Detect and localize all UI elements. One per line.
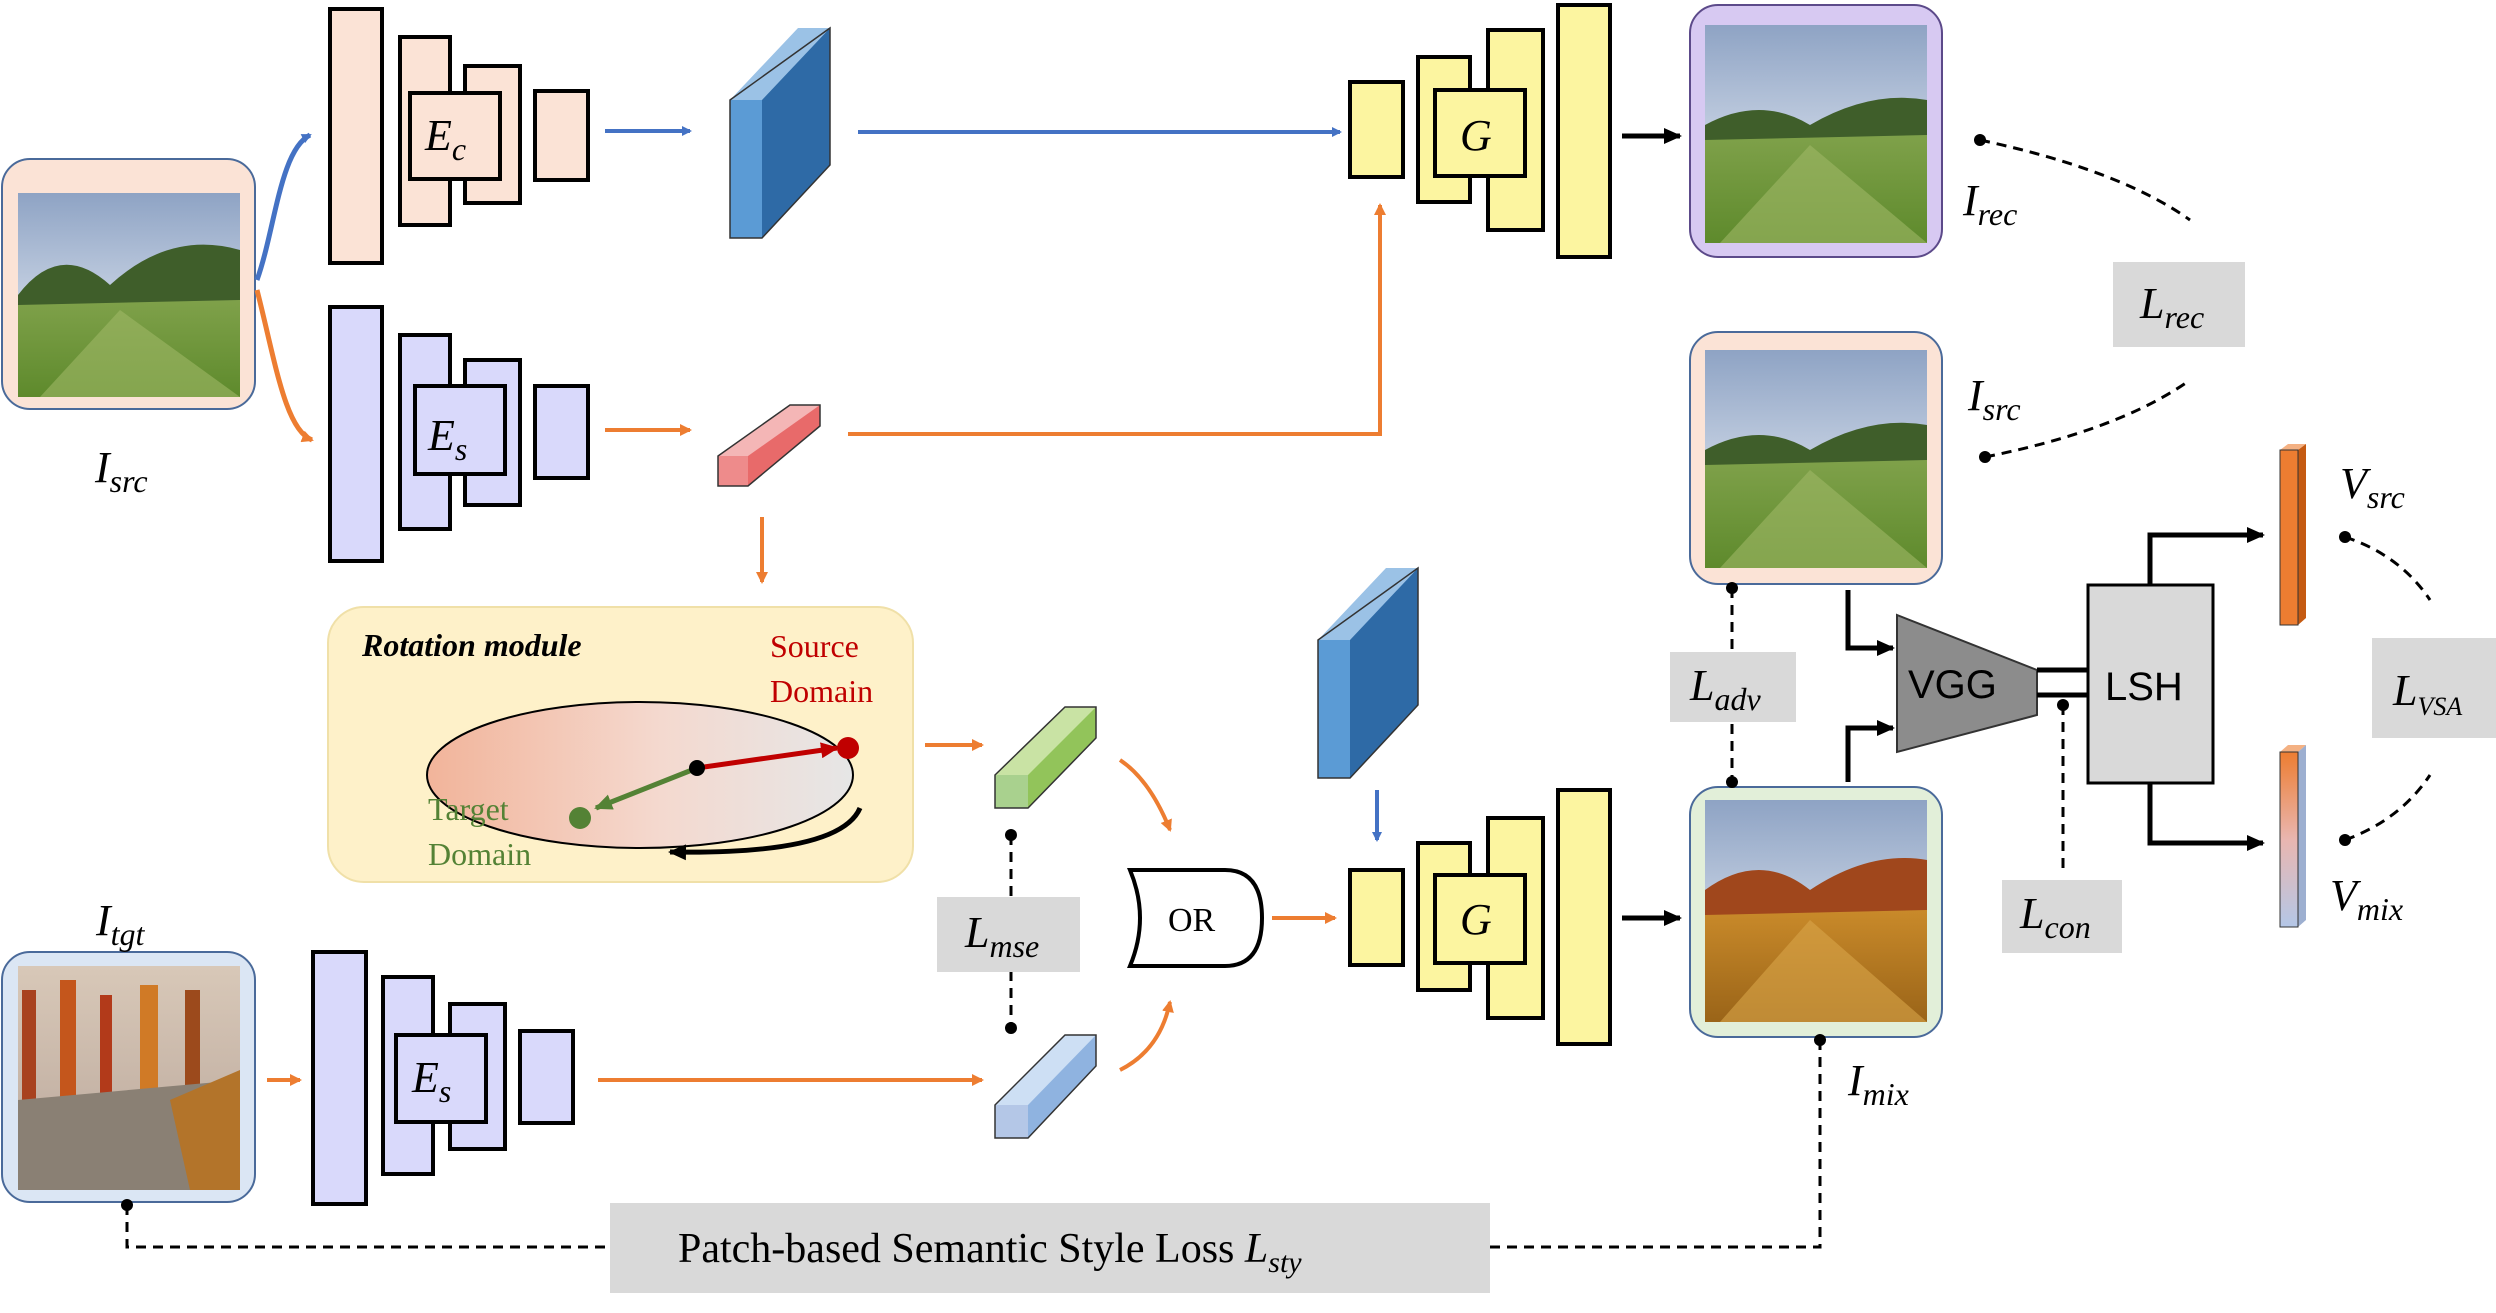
- l-rec-dashed-bottom: [1984, 378, 2191, 459]
- generator-top: [1348, 3, 1612, 259]
- source-domain-label-1: Source: [770, 628, 859, 664]
- source-to-style-arrow: [254, 289, 314, 443]
- reconstructed-image-frame: [1689, 4, 1943, 258]
- autumn-forest-photo: [18, 966, 240, 1190]
- l-vsa-dot-top: [2339, 531, 2351, 543]
- source-domain-label-2: Domain: [770, 673, 873, 709]
- v-mix-vector: [2279, 745, 2306, 928]
- lsh-to-vmix-arrow: [2147, 783, 2265, 851]
- style-encoder-bottom-label: Es: [411, 1053, 451, 1109]
- rotation-module: [327, 606, 914, 883]
- l-sty-label: Patch-based Semantic Style Loss Lsty: [678, 1226, 1302, 1279]
- autumn-meadow-photo: [1705, 800, 1927, 1022]
- l-adv-label: Ladv: [1689, 661, 1761, 717]
- l-adv-dot-top: [1726, 582, 1738, 594]
- src-to-vgg-arrow: [1845, 590, 1895, 656]
- generator-bottom: [1348, 788, 1612, 1046]
- l-rec-label: Lrec: [2139, 279, 2204, 335]
- l-mse-dot-top: [1005, 829, 1017, 841]
- l-con-label: Lcon: [2019, 889, 2091, 945]
- target-code-to-or-arrow: [1119, 1000, 1174, 1072]
- rotation-module-title: Rotation module: [361, 627, 582, 663]
- v-src-vector: [2279, 444, 2306, 626]
- source-image-label: Isrc: [94, 443, 148, 499]
- green-meadow-photo: [18, 193, 240, 397]
- generator-bottom-label: G: [1460, 895, 1492, 944]
- source-image-right-label: Isrc: [1967, 371, 2021, 427]
- target-domain-label-1: Target: [428, 791, 509, 827]
- style-encoder-bottom: [311, 950, 575, 1206]
- l-sty-dot-left: [121, 1199, 133, 1211]
- l-con-dot: [2057, 699, 2069, 711]
- target-domain-vector: [594, 765, 698, 811]
- source-domain-vector: [696, 742, 839, 771]
- target-image-label: Itgt: [95, 896, 146, 952]
- source-domain-point: [837, 737, 859, 759]
- mixed-image-frame: [1689, 786, 1943, 1038]
- style-code-block: [717, 404, 821, 487]
- l-con-box: [2002, 880, 2122, 953]
- or-gate: [1127, 868, 1265, 968]
- mix-to-vgg-arrow: [1845, 720, 1895, 782]
- l-mse-box: [937, 897, 1080, 972]
- l-rec-dashed-top: [1979, 138, 2191, 222]
- lsh-to-vsrc-arrow: [2147, 527, 2265, 585]
- content-feature-block: [729, 26, 831, 239]
- l-mse-label: Lmse: [964, 908, 1039, 964]
- mixed-image-label: Imix: [1847, 1056, 1909, 1112]
- style-encoder-top-label: Es: [427, 411, 467, 467]
- style-encoder-top: [328, 305, 590, 563]
- rotated-style-code-block: [994, 706, 1097, 809]
- source-image-right-frame: [1689, 331, 1943, 585]
- l-rec-dot-top: [1974, 134, 1986, 146]
- reconstructed-image-label: Irec: [1962, 176, 2017, 232]
- source-image-frame: [1, 158, 256, 410]
- generator-top-label: G: [1460, 111, 1492, 160]
- l-rec-dot-bottom: [1979, 451, 1991, 463]
- target-domain-label-2: Domain: [428, 836, 531, 872]
- target-style-code-block: [994, 1034, 1097, 1139]
- l-vsa-dot-bottom: [2339, 834, 2351, 846]
- content-encoder: [328, 7, 590, 265]
- l-sty-dot-right: [1814, 1034, 1826, 1046]
- rotation-direction-arrow: [668, 806, 863, 861]
- l-sty-dashed-right: [1490, 1040, 1822, 1249]
- content-feature-block-2: [1317, 566, 1419, 779]
- v-src-label: Vsrc: [2340, 459, 2405, 515]
- l-vsa-label: LVSA: [2392, 666, 2462, 721]
- source-to-content-arrow: [254, 132, 312, 281]
- green-meadow-photo: [1705, 25, 1927, 243]
- style-to-generator-arrow: [848, 203, 1386, 436]
- l-vsa-dashed-bottom: [2344, 774, 2432, 842]
- vgg-label: VGG: [1908, 663, 1997, 707]
- rotation-center: [689, 760, 705, 776]
- content-encoder-label: Ec: [424, 111, 466, 167]
- or-gate-label: OR: [1168, 902, 1216, 939]
- l-vsa-dashed-top: [2344, 535, 2432, 601]
- l-vsa-box: [2372, 638, 2496, 738]
- l-sty-box: [610, 1203, 1490, 1293]
- target-domain-point: [569, 807, 591, 829]
- l-sty-dashed-left: [125, 1205, 610, 1249]
- l-rec-box: [2113, 262, 2245, 347]
- target-image-frame: [1, 951, 256, 1203]
- rotated-code-to-or-arrow: [1118, 758, 1172, 832]
- green-meadow-photo: [1705, 350, 1927, 568]
- v-mix-label: Vmix: [2330, 871, 2403, 927]
- vgg-network: [1896, 613, 2038, 754]
- l-mse-dot-bottom: [1005, 1022, 1017, 1034]
- l-adv-dot-bottom: [1726, 776, 1738, 788]
- l-adv-box: [1670, 652, 1796, 722]
- lsh-label: LSH: [2105, 665, 2183, 709]
